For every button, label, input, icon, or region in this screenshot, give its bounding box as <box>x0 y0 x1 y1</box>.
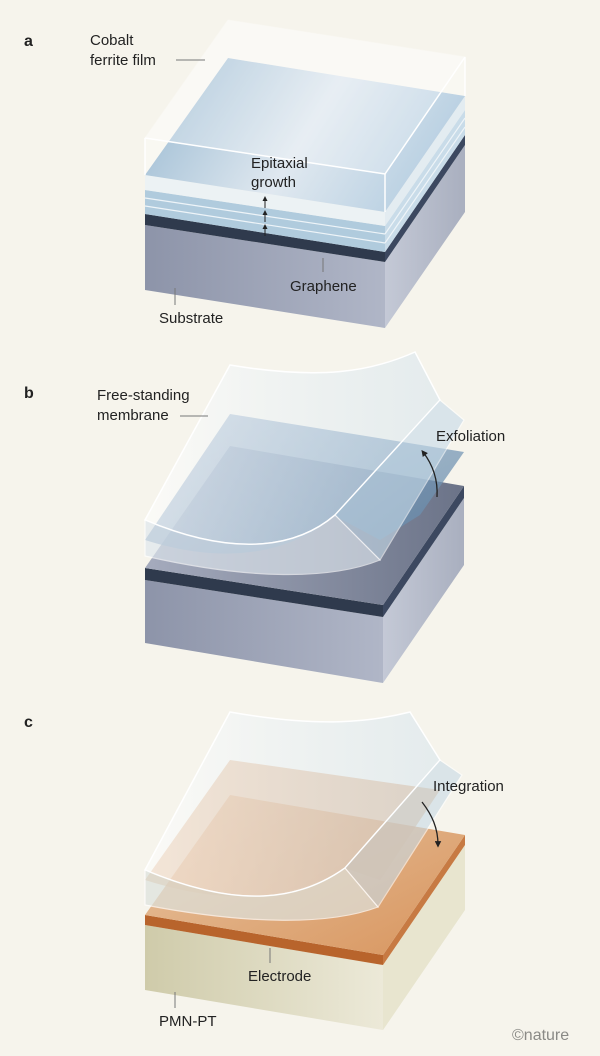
exfoliation-label: Exfoliation <box>436 428 505 445</box>
electrode-front <box>145 915 383 965</box>
cobalt-label-line2: ferrite film <box>90 52 156 69</box>
panel-a: a Epitaxial growth Cobalt ferr <box>24 19 467 328</box>
substrate-front <box>145 225 385 328</box>
membrane-label-line2: membrane <box>97 407 169 424</box>
film-side <box>385 110 465 252</box>
pmnpt-front <box>145 925 383 1030</box>
pmnpt-side <box>383 845 465 1030</box>
electrode-side <box>383 835 465 965</box>
panel-c: c Integration Electrode PMN-PT <box>24 711 504 1030</box>
epitaxial-label-line1: Epitaxial <box>251 155 308 172</box>
substrate-side <box>385 145 465 328</box>
pmnpt-label: PMN-PT <box>159 1013 217 1030</box>
substrate-b-side <box>383 498 464 683</box>
panel-b: b Free-standing membrane Exfoliation <box>24 351 505 683</box>
integration-arrow <box>421 801 442 848</box>
exfoliation-arrow <box>421 449 438 498</box>
graphene-label: Graphene <box>290 278 357 295</box>
cobalt-label-line1: Cobalt <box>90 32 134 49</box>
graphene-b-front <box>145 568 383 617</box>
substrate-label: Substrate <box>159 310 223 327</box>
membrane-label-line1: Free-standing <box>97 387 190 404</box>
graphene-layer-side <box>385 135 465 262</box>
epitaxial-label-line2: growth <box>251 174 296 191</box>
graphene-layer-front <box>145 214 385 262</box>
integration-label: Integration <box>433 778 504 795</box>
panel-b-letter: b <box>24 385 34 402</box>
panel-c-letter: c <box>24 714 33 731</box>
electrode-label: Electrode <box>248 968 311 985</box>
panel-a-letter: a <box>24 33 33 50</box>
nature-credit: ©nature <box>512 1027 569 1044</box>
substrate-b-front <box>145 580 383 683</box>
graphene-b-side <box>383 486 464 617</box>
